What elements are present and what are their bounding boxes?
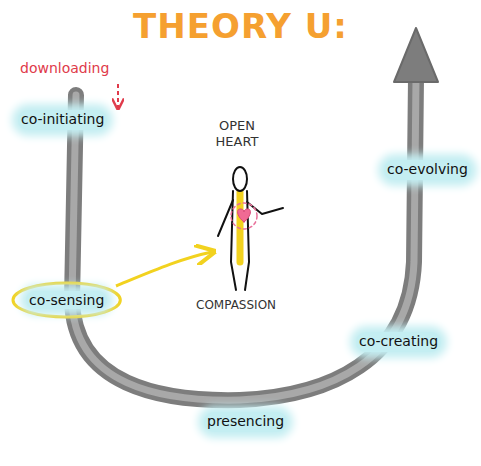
stage-label: OPEN HEART <box>205 118 269 151</box>
stage-label: co-sensing <box>26 291 107 309</box>
stage-label: co-initiating <box>18 110 107 130</box>
stage-label: co-creating <box>356 332 441 352</box>
u-arrowhead <box>394 28 438 82</box>
title: THEORY U: <box>0 6 481 46</box>
u-arrow <box>72 78 416 400</box>
downloading-arrow <box>117 84 119 108</box>
person-figure <box>218 167 283 290</box>
circled-stage: co-sensing <box>12 282 121 318</box>
u-arrow-shade <box>72 78 416 400</box>
stage-label: presencing <box>204 412 287 432</box>
pointer-arrow <box>116 252 212 286</box>
stage-label: downloading <box>20 60 109 78</box>
stage-label: COMPASSION <box>196 298 276 313</box>
stage-label: co-evolving <box>384 160 471 180</box>
